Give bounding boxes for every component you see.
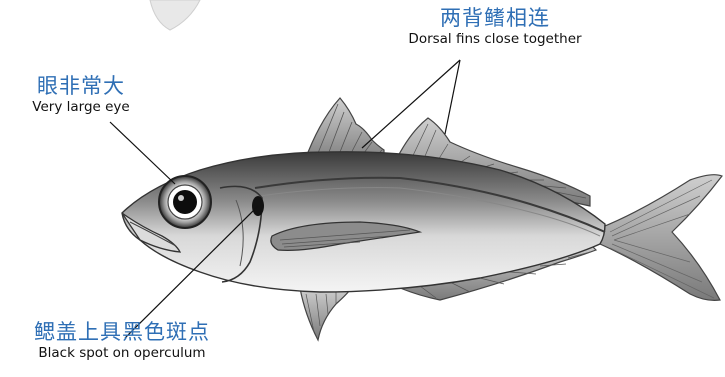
eye-label-cn: 眼非常大: [6, 74, 156, 98]
operculum-spot-annotation: 鳃盖上具黑色斑点 Black spot on operculum: [2, 320, 242, 362]
dorsal-fins-annotation: 两背鳍相连 Dorsal fins close together: [370, 6, 620, 48]
background-fish-fragment: [150, 0, 200, 30]
eye-label-en: Very large eye: [6, 98, 156, 116]
tail-fin: [600, 175, 722, 301]
pelvic-fin: [300, 288, 350, 340]
fish-eye: [159, 176, 211, 228]
eye-annotation: 眼非常大 Very large eye: [6, 74, 156, 116]
dorsal-fins-label-en: Dorsal fins close together: [370, 30, 620, 48]
operculum-spot-label-en: Black spot on operculum: [2, 344, 242, 362]
operculum-spot-label-cn: 鳃盖上具黑色斑点: [2, 320, 242, 344]
dorsal-fins-label-cn: 两背鳍相连: [370, 6, 620, 30]
leader-eye: [110, 122, 175, 184]
